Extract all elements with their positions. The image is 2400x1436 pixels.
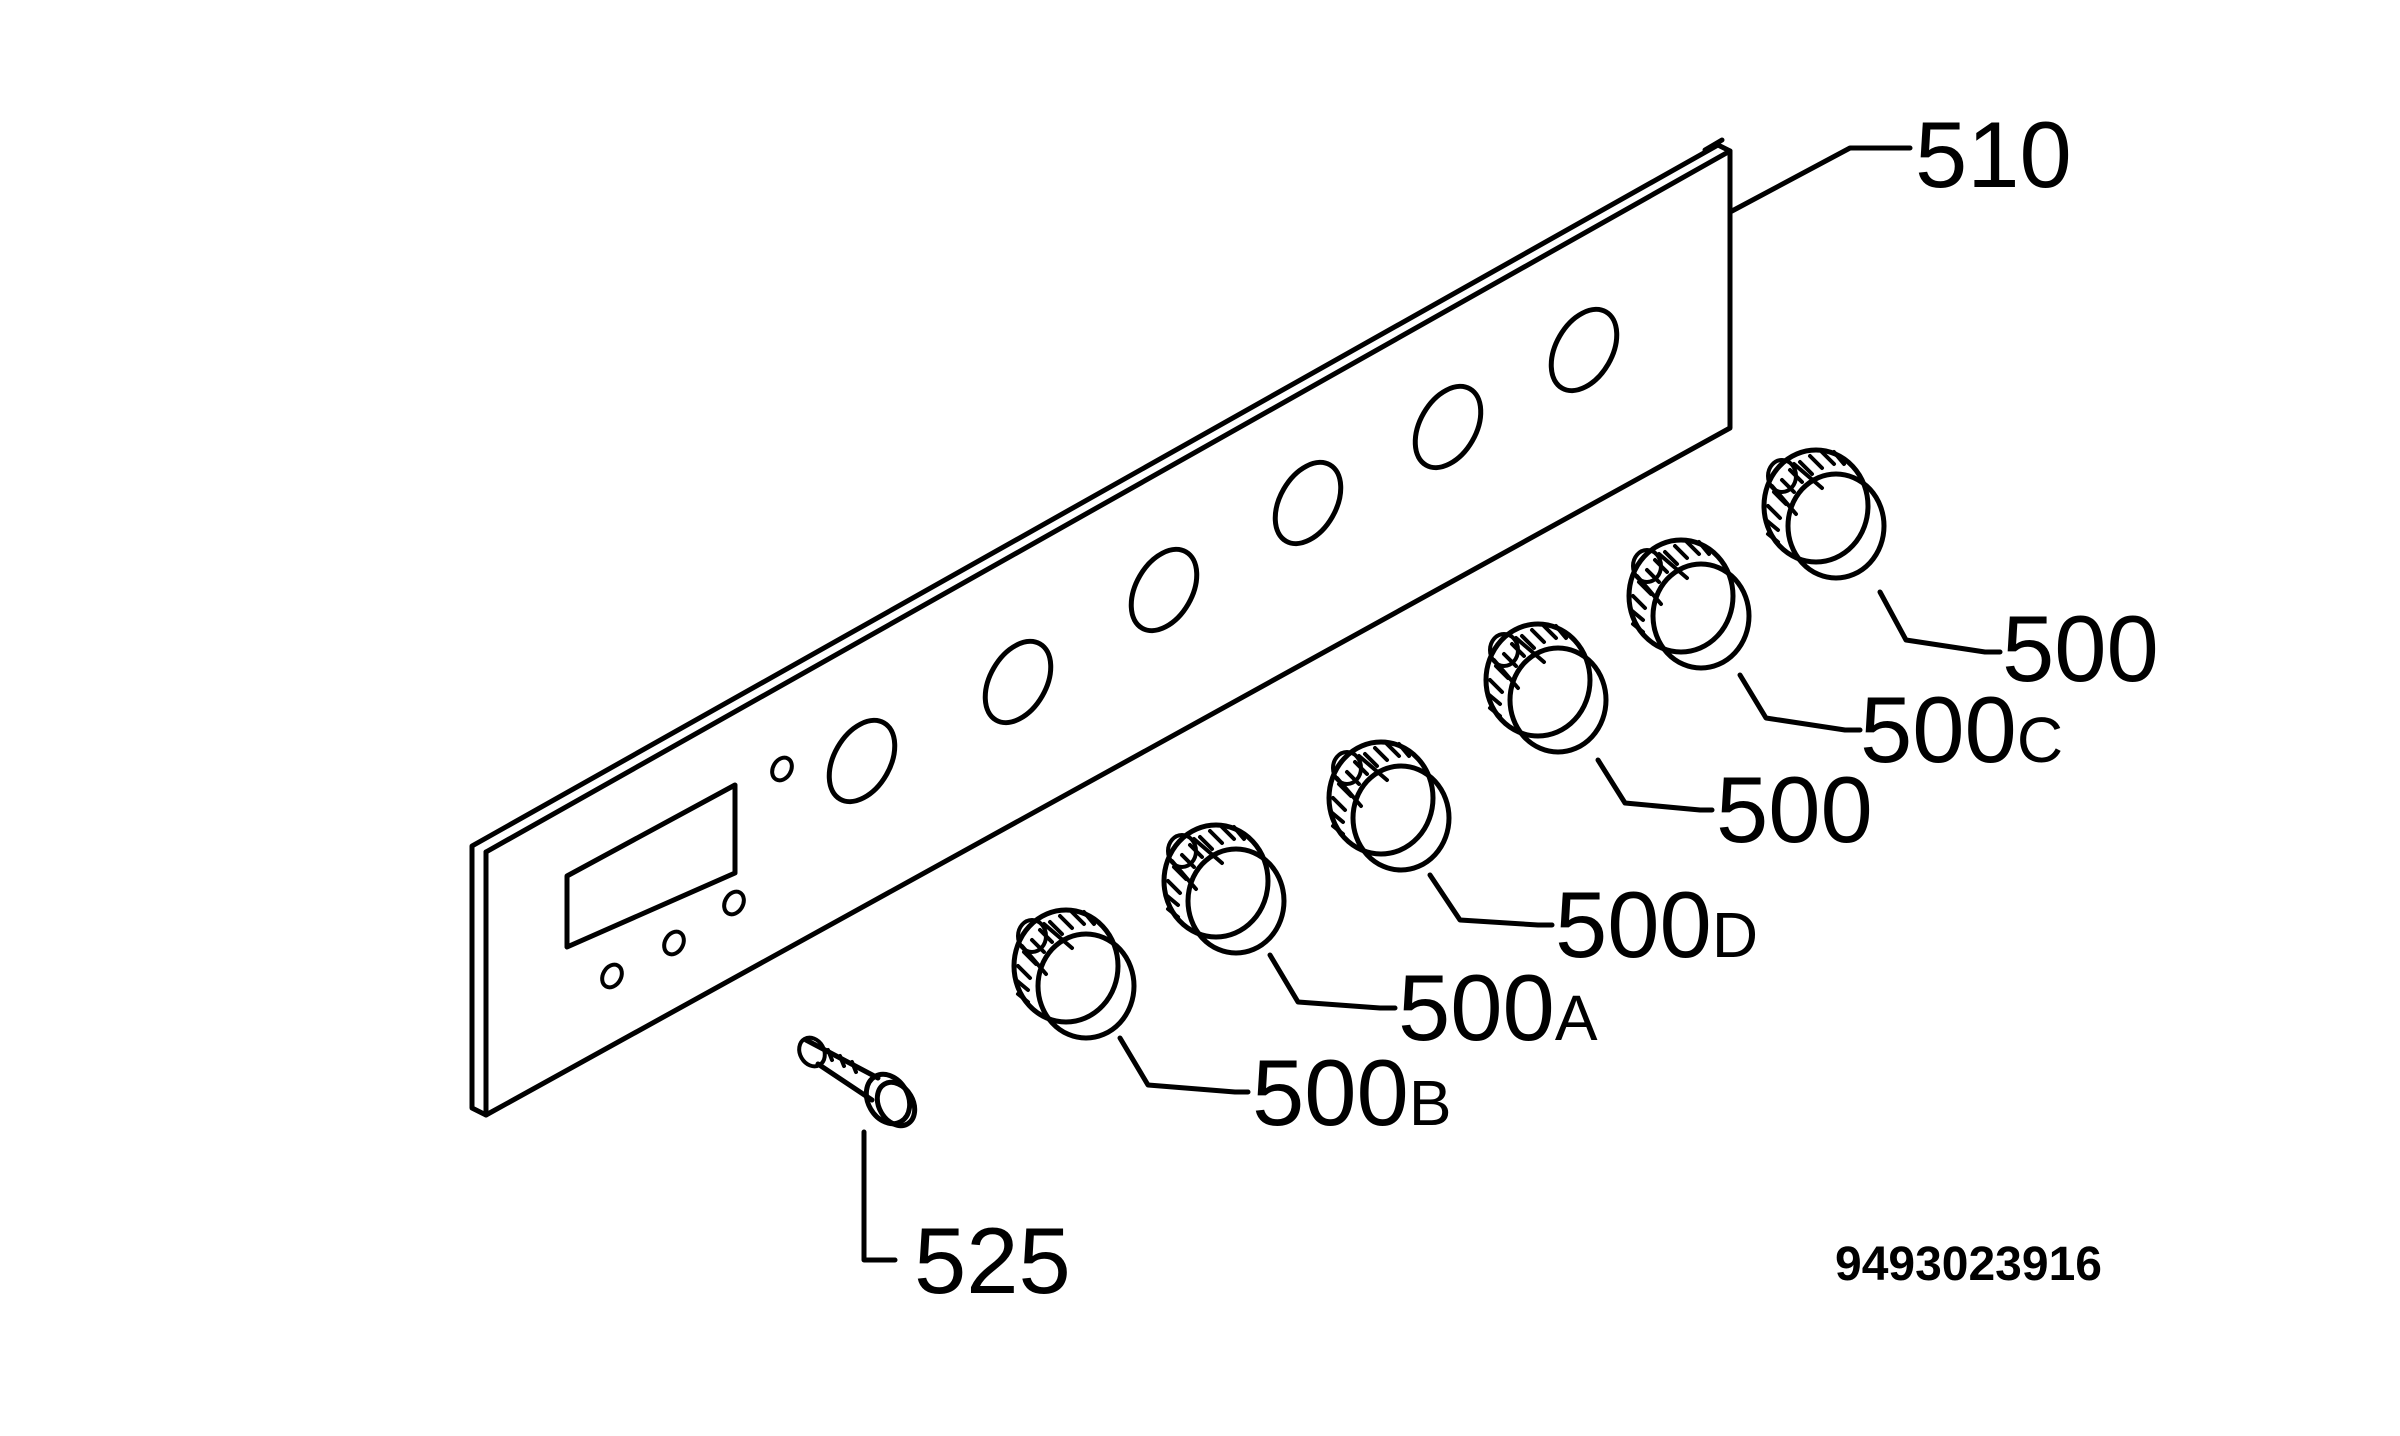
leader-500b — [1117, 1035, 1251, 1095]
leader-500d — [1427, 872, 1555, 928]
leader-500c — [1737, 672, 1863, 733]
label-500b: 500B — [1252, 1040, 1452, 1145]
knob-500b — [1014, 910, 1134, 1038]
label-500-mid: 500 — [1716, 757, 1873, 862]
panel-button — [722, 889, 746, 917]
document-number: 9493023916 — [1835, 1238, 2102, 1291]
control-panel — [469, 137, 1733, 1118]
label-500a: 500A — [1398, 955, 1598, 1060]
knob-500-top — [1764, 450, 1884, 578]
leader-525 — [861, 1129, 898, 1263]
knob-500a — [1164, 825, 1284, 953]
screw — [797, 1035, 918, 1129]
leader-510 — [1729, 145, 1913, 214]
label-500c: 500C — [1860, 677, 2063, 782]
panel-button — [662, 929, 686, 957]
label-510: 510 — [1915, 102, 2072, 207]
panel-button — [600, 962, 624, 990]
panel-button — [770, 755, 794, 783]
label-525: 525 — [914, 1208, 1071, 1313]
label-500d: 500D — [1555, 872, 1758, 977]
knob-500c — [1629, 540, 1749, 668]
label-500-top: 500 — [2002, 596, 2159, 701]
leader-500a — [1267, 952, 1398, 1011]
leader-500-top — [1877, 589, 2003, 655]
leader-500-mid — [1595, 757, 1715, 813]
knob-500-mid — [1486, 624, 1606, 752]
knob-holes — [826, 306, 1620, 805]
knob-500d — [1329, 742, 1449, 870]
display-window — [564, 782, 738, 950]
